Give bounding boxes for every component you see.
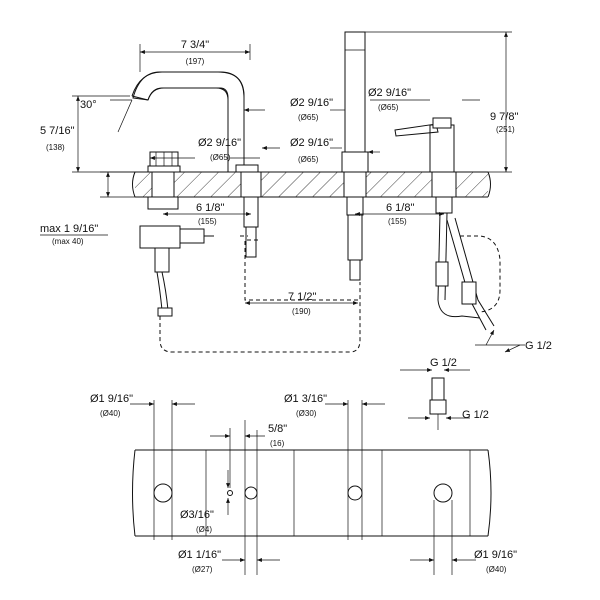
left-handle [147, 151, 181, 173]
hole-4 [347, 485, 363, 501]
dim-hole-3-mm: (Ø27) [192, 565, 213, 574]
hole-1 [153, 483, 173, 503]
dim-spout-reach-mm: (197) [186, 57, 205, 66]
valve-right [431, 171, 495, 331]
deck-section [132, 171, 491, 198]
hoses [159, 235, 501, 353]
dim-spout-reach: 7 3/4" [181, 39, 209, 51]
dim-base-left-mm: (Ø65) [210, 153, 231, 162]
hole-5 [433, 483, 453, 503]
dim-deck-thickness: max 1 9/16" [40, 223, 98, 235]
right-lever [394, 117, 455, 173]
dim-overall-height-mm: (251) [496, 125, 515, 134]
dim-hole-1-mm: (Ø40) [100, 409, 121, 418]
dim-hole-4: Ø1 3/16" [284, 393, 327, 405]
dim-hole-2-mm: (Ø4) [196, 525, 212, 534]
dim-base-right: Ø2 9/16" [368, 87, 411, 99]
dim-thread-lower: G 1/2 [462, 409, 489, 421]
dim-overall-height: 9 7/8" [490, 111, 518, 123]
dim-deck-thickness-mm: (max 40) [52, 237, 84, 246]
valve-spout [240, 171, 262, 258]
dim-spout-angle: 30° [80, 99, 97, 111]
dim-hole-4-mm: (Ø30) [296, 409, 317, 418]
deck-plan [132, 449, 492, 537]
dim-hole-1: Ø1 9/16" [90, 393, 133, 405]
dim-base-center-top: Ø2 9/16" [290, 97, 333, 109]
dim-base-center-mm: (Ø65) [298, 155, 319, 164]
dim-spacing-left: 6 1/8" [196, 202, 224, 214]
valve-shower [343, 171, 367, 281]
dim-spacing-right: 6 1/8" [386, 202, 414, 214]
dim-base-left: Ø2 9/16" [198, 137, 241, 149]
hand-shower [341, 31, 369, 173]
dim-hole-2-offset: 5/8" [268, 423, 287, 435]
dim-hole-2: Ø3/16" [180, 509, 214, 521]
dim-hole-5: Ø1 9/16" [474, 549, 517, 561]
hole-2 [227, 490, 233, 496]
thread-fitting [429, 377, 447, 430]
valve-left [139, 171, 214, 317]
dim-hole-5-mm: (Ø40) [486, 565, 507, 574]
dim-spout-height: 5 7/16" [40, 125, 75, 137]
dim-hole-2-offset-mm: (16) [270, 439, 285, 448]
dim-thread-g1: G 1/2 [430, 357, 457, 369]
dim-spout-height-mm: (138) [46, 143, 65, 152]
dim-base-right-mm: (Ø65) [378, 103, 399, 112]
dim-spacing-right-mm: (155) [388, 217, 407, 226]
dim-hose-spacing: 7 1/2" [288, 291, 316, 303]
dim-thread-upper: G 1/2 [525, 340, 552, 352]
dim-hole-3: Ø1 1/16" [178, 549, 221, 561]
dim-hose-spacing-mm: (190) [292, 307, 311, 316]
hole-3 [244, 486, 258, 500]
dim-base-center: Ø2 9/16" [290, 137, 333, 149]
dim-base-center-top-mm: (Ø65) [298, 113, 319, 122]
dim-spacing-left-mm: (155) [198, 217, 217, 226]
spout [131, 71, 259, 173]
